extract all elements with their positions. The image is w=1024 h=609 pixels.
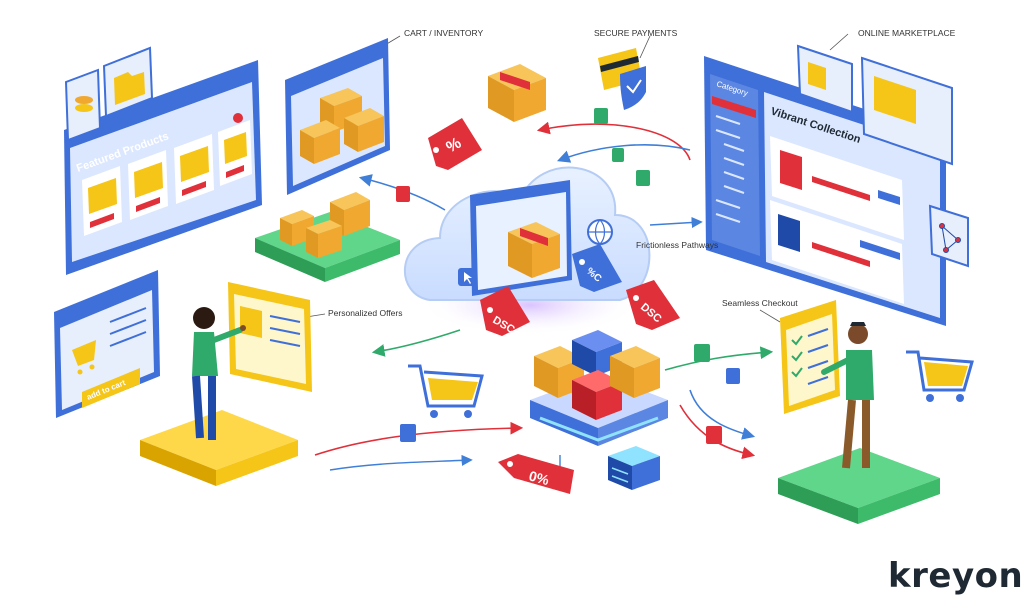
label-secure-payments: SECURE PAYMENTS xyxy=(594,28,678,38)
arrow-to-checkout-blue xyxy=(689,389,756,440)
product-card[interactable] xyxy=(82,166,122,236)
coins-icon xyxy=(75,96,93,104)
cloud-box xyxy=(508,222,560,278)
cart-inventory-panel xyxy=(285,38,390,195)
arrow-to-marketplace xyxy=(649,216,703,229)
secure-payments-group xyxy=(598,48,646,110)
shield-icon xyxy=(620,66,646,110)
arrow-platform-blue xyxy=(329,454,473,471)
inventory-platform xyxy=(255,192,400,282)
product-card[interactable] xyxy=(218,113,252,186)
network-icon xyxy=(939,223,961,253)
add-to-cart-panel: add to cart xyxy=(54,270,160,418)
discount-tag-dsc-left: DSC xyxy=(480,286,530,336)
arrow-payments-blue xyxy=(557,144,691,163)
data-chips xyxy=(396,108,740,444)
category-sidebar xyxy=(710,74,760,256)
bag-icon xyxy=(780,150,802,190)
central-platform xyxy=(530,330,668,446)
personalized-offers-screen xyxy=(228,282,312,392)
shopper-left xyxy=(192,307,246,440)
discount-tag-zero: 0% xyxy=(498,454,574,494)
product-card[interactable] xyxy=(174,134,214,204)
cart-icon xyxy=(72,340,96,366)
arrow-to-checkout-green xyxy=(664,346,774,371)
floating-box xyxy=(488,64,546,122)
product-card[interactable] xyxy=(770,200,904,304)
discount-tag-flipped: %C xyxy=(572,244,622,292)
arrow-platform-red xyxy=(314,421,524,456)
label-online-marketplace: ONLINE MARKETPLACE xyxy=(858,28,956,38)
flow-arrows xyxy=(314,121,774,490)
brand-logo: kreyon xyxy=(888,556,1024,596)
label-frictionless-pathways: Frictionless Pathways xyxy=(636,240,719,250)
checklist-icon xyxy=(791,335,803,378)
folder-icon xyxy=(114,72,145,105)
server-stack xyxy=(608,446,660,490)
shopper-right xyxy=(821,322,874,469)
product-card[interactable] xyxy=(770,136,904,240)
shopping-cart-right xyxy=(906,350,974,402)
discount-tag-dsc-right: DSC xyxy=(626,280,680,330)
shopping-bag-icon xyxy=(808,62,826,90)
discount-tag-percent: % xyxy=(428,118,482,170)
folder-cards xyxy=(64,46,154,142)
tag-zero-text: 0% xyxy=(527,467,551,488)
arrow-payments-red xyxy=(536,121,691,161)
label-personalized-offers: Personalized Offers xyxy=(328,308,403,318)
shopping-cart-mid xyxy=(408,364,484,418)
remove-icon[interactable] xyxy=(233,113,243,123)
label-cart-inventory: CART / INVENTORY xyxy=(404,28,484,38)
marketplace-mini-cards xyxy=(796,44,969,268)
bag-icon xyxy=(240,306,262,338)
jacket-icon xyxy=(778,214,800,252)
label-seamless-checkout: Seamless Checkout xyxy=(722,298,798,308)
product-card[interactable] xyxy=(128,150,168,220)
checkout-screen xyxy=(780,300,840,414)
inventory-boxes xyxy=(300,88,384,164)
lock-icon xyxy=(612,148,624,162)
yellow-platform xyxy=(140,410,298,486)
cloud-hub xyxy=(404,166,651,335)
green-platform-right xyxy=(778,448,940,524)
arrow-to-cart-mid xyxy=(371,329,461,357)
